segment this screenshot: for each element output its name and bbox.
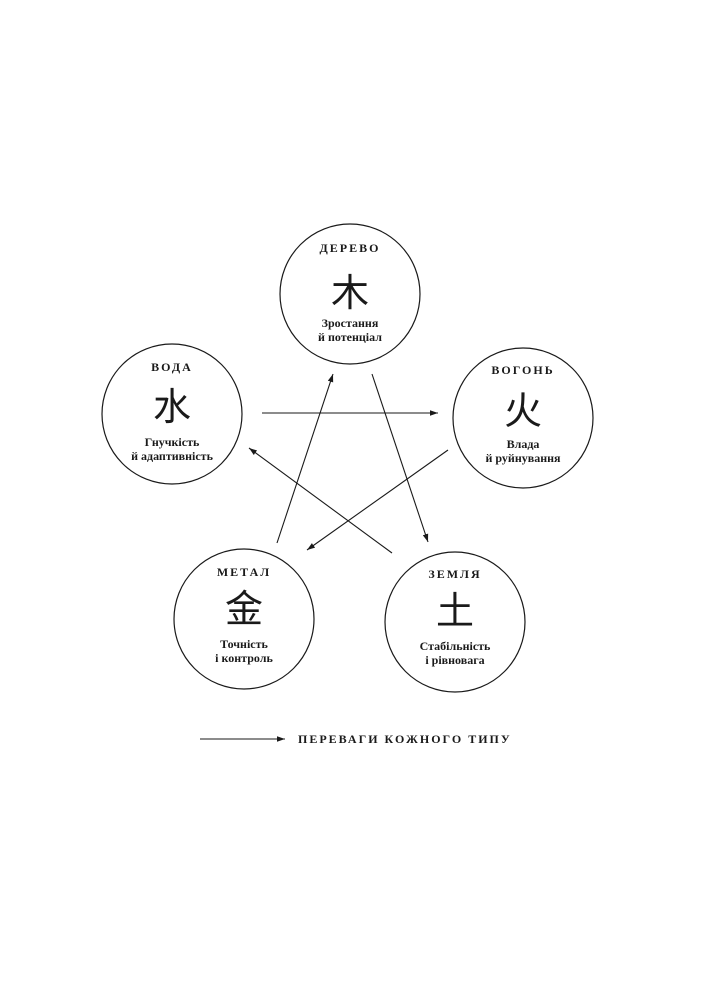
node-water-desc-line2: й адаптивність — [131, 449, 213, 463]
node-earth-name: ЗЕМЛЯ — [428, 567, 481, 581]
node-water-circle — [101, 343, 243, 485]
node-earth-desc-line1: Стабільність — [420, 639, 491, 653]
node-fire-desc-line2: й руйнування — [485, 451, 561, 465]
node-water-glyph: 水 — [153, 385, 191, 429]
node-fire: ВОГОНЬ 火 Влада й руйнування — [452, 347, 594, 489]
node-wood: ДЕРЕВО 木 Зростання й потенціал — [279, 223, 421, 365]
node-wood-desc-line1: Зростання — [322, 316, 379, 330]
node-metal-circle — [173, 548, 315, 690]
node-metal-glyph: 金 — [225, 587, 263, 631]
legend-label: ПЕРЕВАГИ КОЖНОГО ТИПУ — [298, 732, 512, 746]
node-wood-glyph: 木 — [331, 271, 369, 315]
node-earth-glyph: 土 — [436, 589, 474, 633]
arrow-earth-to-water — [248, 447, 393, 554]
node-fire-name: ВОГОНЬ — [491, 363, 554, 377]
edges — [248, 373, 449, 554]
node-wood-circle — [279, 223, 421, 365]
node-fire-glyph: 火 — [504, 389, 542, 433]
node-metal-name: МЕТАЛ — [217, 565, 271, 579]
node-water-desc-line1: Гнучкість — [145, 435, 200, 449]
legend: ПЕРЕВАГИ КОЖНОГО ТИПУ — [200, 732, 512, 746]
arrow-wood-to-earth — [371, 373, 429, 543]
arrow-metal-to-wood — [276, 373, 334, 544]
node-fire-desc-line1: Влада — [507, 437, 540, 451]
arrow-fire-to-metal — [306, 449, 449, 551]
node-fire-circle — [452, 347, 594, 489]
node-metal-desc-line1: Точність — [220, 637, 268, 651]
node-water-name: ВОДА — [151, 360, 193, 374]
node-earth: ЗЕМЛЯ 土 Стабільність і рівновага — [384, 551, 526, 693]
node-water: ВОДА 水 Гнучкість й адаптивність — [101, 343, 243, 485]
node-wood-name: ДЕРЕВО — [320, 241, 381, 255]
node-wood-desc-line2: й потенціал — [318, 330, 382, 344]
node-earth-desc-line2: і рівновага — [425, 653, 484, 667]
node-metal-desc-line2: і контроль — [215, 651, 273, 665]
node-earth-circle — [384, 551, 526, 693]
node-metal: МЕТАЛ 金 Точність і контроль — [173, 548, 315, 690]
